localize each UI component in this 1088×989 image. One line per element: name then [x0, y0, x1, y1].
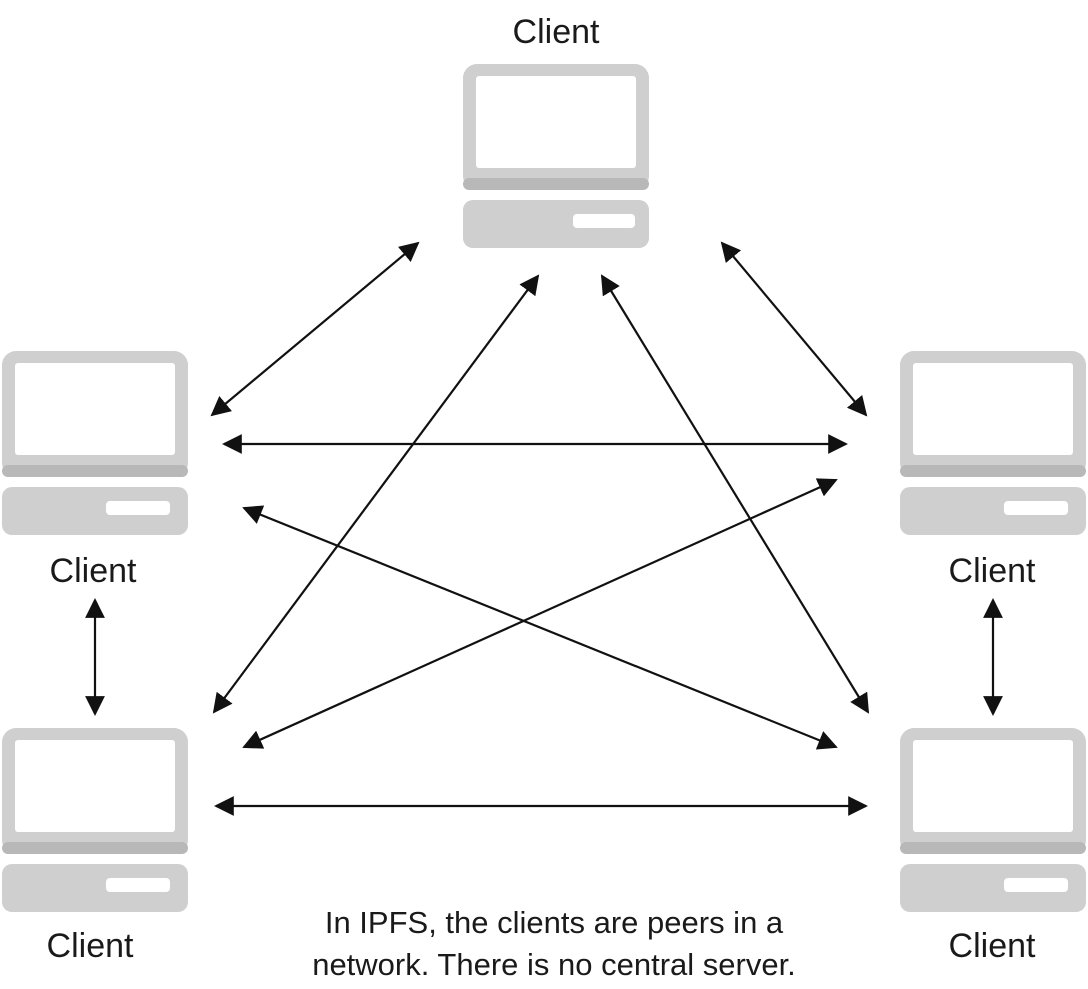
client-mid-right: Client	[900, 351, 1086, 590]
link-top-bottomleft	[212, 274, 540, 714]
client-label: Client	[50, 552, 137, 590]
caption: In IPFS, the clients are peers in a netw…	[312, 905, 796, 982]
computer-icon	[2, 351, 188, 535]
computer-icon	[2, 728, 188, 912]
link-top-bottomright	[600, 274, 870, 714]
connections	[85, 241, 1003, 816]
caption-line-1: In IPFS, the clients are peers in a	[325, 905, 784, 940]
computer-icon	[900, 351, 1086, 535]
client-label: Client	[513, 13, 600, 51]
link-midleft-bottomright	[242, 505, 838, 750]
link-midright-bottomleft	[242, 478, 838, 749]
client-label: Client	[949, 927, 1036, 965]
client-mid-left: Client	[2, 351, 188, 590]
client-top: Client	[463, 13, 649, 248]
link-top-midright	[720, 241, 868, 417]
computer-icon	[900, 728, 1086, 912]
client-label: Client	[949, 552, 1036, 590]
client-bottom-right: Client	[900, 728, 1086, 965]
computer-icon	[463, 64, 649, 248]
client-label: Client	[47, 927, 134, 965]
link-top-midleft	[210, 241, 420, 417]
client-bottom-left: Client	[2, 728, 188, 965]
caption-line-2: network. There is no central server.	[312, 947, 796, 982]
